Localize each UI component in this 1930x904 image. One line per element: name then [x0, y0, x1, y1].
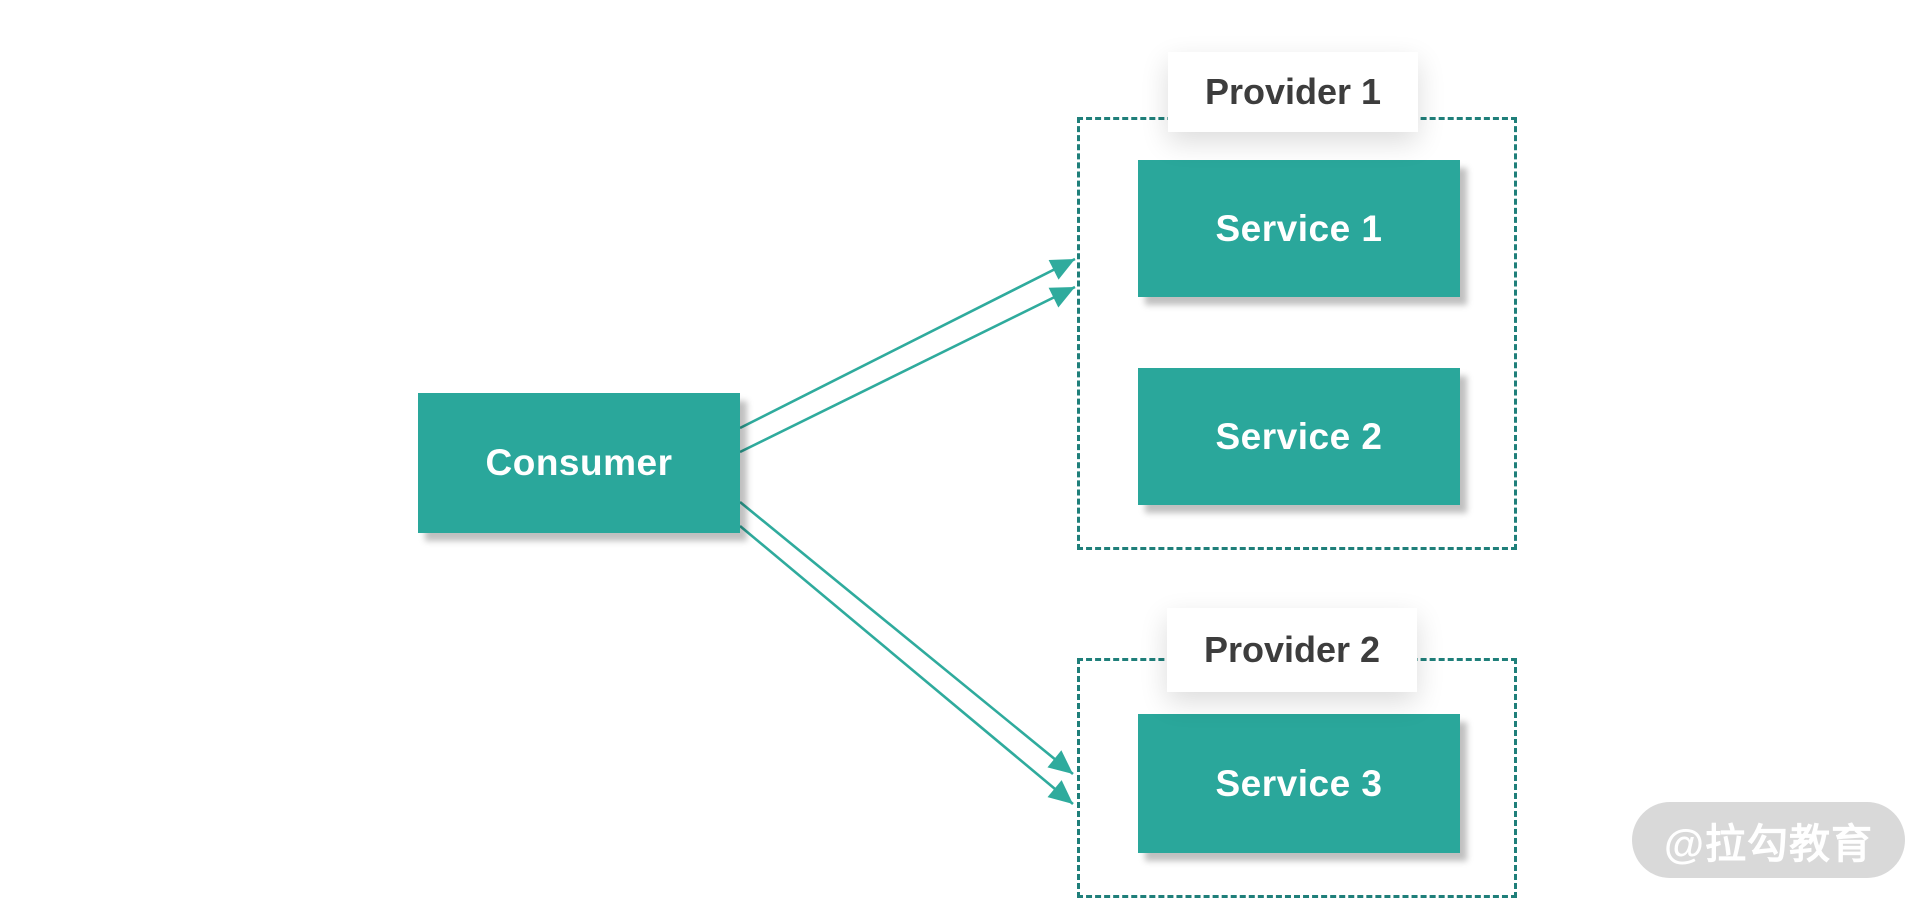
watermark-badge: @拉勾教育: [1632, 802, 1905, 878]
service1-node: Service 1: [1138, 160, 1460, 297]
service3-label: Service 3: [1215, 762, 1383, 804]
arrow-consumer-to-service3-b: [739, 525, 1074, 805]
provider1-label: Provider 1: [1168, 52, 1418, 132]
service2-label: Service 2: [1215, 415, 1383, 457]
arrow-consumer-to-service3-a: [739, 500, 1074, 776]
consumer-node: Consumer: [418, 393, 740, 533]
provider1-label-text: Provider 1: [1204, 71, 1382, 112]
service3-node: Service 3: [1138, 714, 1460, 853]
consumer-label: Consumer: [485, 442, 673, 483]
service1-label: Service 1: [1215, 207, 1383, 249]
watermark-text: @拉勾教育: [1664, 821, 1873, 867]
arrow-consumer-to-service1-a: [739, 257, 1076, 430]
service2-node: Service 2: [1138, 368, 1460, 505]
provider2-label-text: Provider 2: [1203, 629, 1381, 670]
arrow-consumer-to-service1-b: [739, 285, 1076, 454]
provider2-label: Provider 2: [1167, 608, 1417, 692]
